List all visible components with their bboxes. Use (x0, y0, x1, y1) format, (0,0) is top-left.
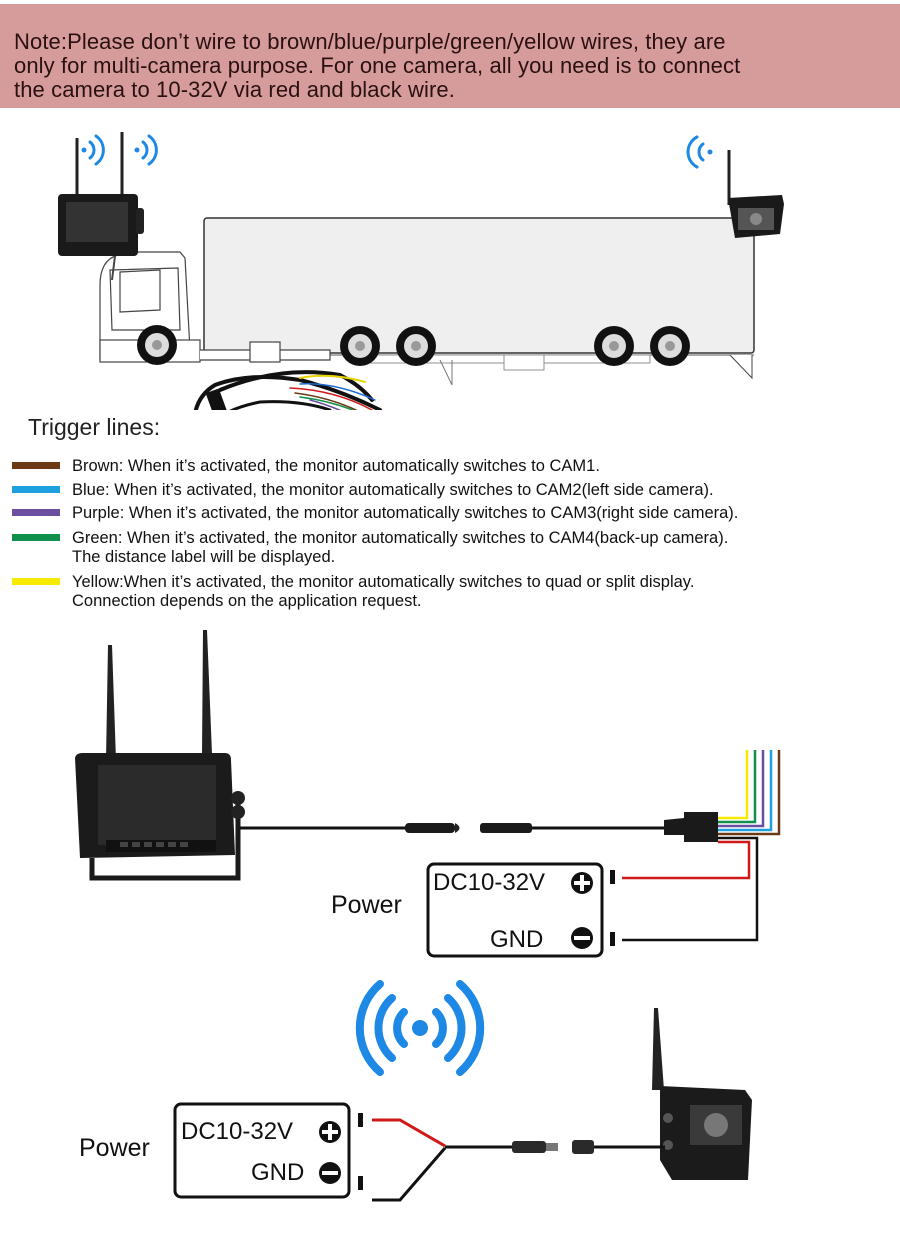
trigger-lines-title: Trigger lines: (28, 414, 161, 440)
wheel-icon (137, 325, 177, 365)
wheels (137, 325, 690, 366)
note-banner: Note:Please don’t wire to brown/blue/pur… (0, 4, 900, 108)
purple-swatch (12, 509, 60, 516)
legend-text: Purple: When it’s activated, the monitor… (72, 504, 739, 522)
monitor-icon (75, 630, 245, 881)
yellow-swatch (12, 578, 60, 585)
minus-icon (571, 927, 593, 949)
camera-icon (652, 1008, 752, 1180)
positive-label: DC10-32V (181, 1118, 294, 1145)
legend-text: Green: When it’s activated, the monitor … (72, 529, 729, 566)
wiring-diagram (75, 630, 781, 1202)
power-box (173, 1102, 363, 1199)
wifi-signal-icon (686, 135, 713, 169)
positive-label: DC10-32V (433, 869, 546, 896)
power-label: Power (331, 891, 402, 919)
note-text: Note:Please don’t wire to brown/blue/pur… (14, 30, 894, 102)
minus-icon (319, 1162, 341, 1184)
note-line: only for multi-camera purpose. For one c… (14, 53, 741, 78)
wheel-icon (650, 326, 690, 366)
truck-illustration (58, 132, 784, 410)
wifi-signal-icon (81, 134, 158, 166)
note-line: Note:Please don’t wire to brown/blue/pur… (14, 29, 726, 54)
camera-icon (727, 150, 784, 238)
trailer-icon (203, 217, 755, 386)
camera-cable (372, 1118, 665, 1202)
plus-icon (571, 872, 593, 894)
monitor-icon (58, 132, 144, 281)
blue-swatch (12, 486, 60, 493)
power-label: Power (79, 1134, 150, 1162)
plus-icon (319, 1121, 341, 1143)
cable-harness-icon (193, 370, 382, 410)
green-swatch (12, 534, 60, 541)
wheel-icon (396, 326, 436, 366)
negative-label: GND (251, 1159, 305, 1186)
wifi-signal-icon (355, 980, 485, 1076)
legend-text: Brown: When it’s activated, the monitor … (72, 457, 600, 475)
wheel-icon (340, 326, 380, 366)
monitor-cable (240, 823, 665, 833)
power-box (426, 862, 615, 958)
legend-text: Blue: When it’s activated, the monitor a… (72, 481, 714, 499)
negative-label: GND (490, 926, 544, 953)
wheel-icon (594, 326, 634, 366)
legend-text: Yellow:When it’s activated, the monitor … (72, 573, 695, 610)
brown-swatch (12, 462, 60, 469)
wire-harness-connector (622, 750, 781, 942)
note-line: the camera to 10-32V via red and black w… (14, 77, 455, 102)
